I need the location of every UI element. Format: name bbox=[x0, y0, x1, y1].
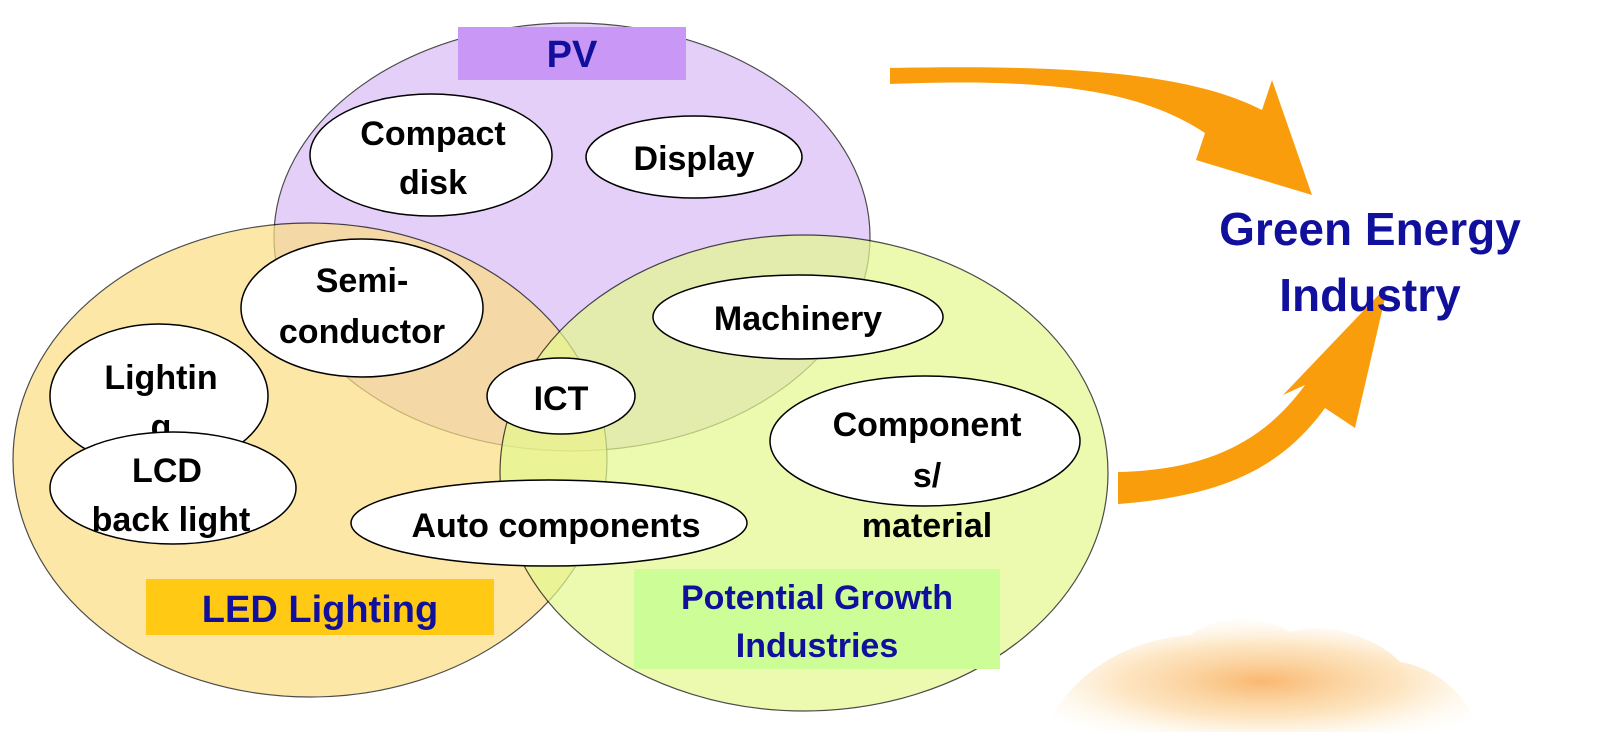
growth-label-line2: Industries bbox=[736, 627, 898, 665]
growth-label-bg bbox=[634, 569, 1000, 669]
led-label: LED Lighting bbox=[202, 589, 438, 631]
svg-text:Component: Component bbox=[833, 406, 1022, 444]
arrow-bottom bbox=[1118, 285, 1388, 504]
svg-text:Auto components: Auto components bbox=[412, 507, 701, 545]
node-compact-disk: Compact disk bbox=[309, 93, 553, 217]
svg-text:LCD: LCD bbox=[132, 452, 202, 490]
svg-text:Machinery: Machinery bbox=[714, 300, 882, 338]
node-lcd-back-light: LCD back light bbox=[49, 431, 297, 545]
arrow-top bbox=[890, 67, 1312, 195]
svg-text:Lightin: Lightin bbox=[104, 359, 217, 397]
svg-text:ICT: ICT bbox=[534, 380, 589, 418]
svg-text:disk: disk bbox=[399, 164, 467, 202]
node-machinery: Machinery bbox=[652, 274, 944, 360]
svg-text:back light: back light bbox=[92, 501, 251, 539]
target-label-line2: Industry bbox=[1279, 269, 1461, 321]
svg-text:material: material bbox=[862, 507, 992, 545]
pv-label: PV bbox=[547, 34, 598, 76]
node-auto-components: Auto components bbox=[350, 479, 748, 567]
node-semiconductor: Semi- conductor bbox=[240, 238, 484, 378]
svg-text:s/: s/ bbox=[913, 457, 942, 495]
svg-text:Display: Display bbox=[634, 140, 755, 178]
pv-label-bg bbox=[458, 27, 686, 80]
sun-icon bbox=[1045, 619, 1480, 732]
svg-text:conductor: conductor bbox=[279, 313, 445, 351]
svg-text:Semi-: Semi- bbox=[316, 262, 409, 300]
node-lighting: Lightin g bbox=[49, 323, 269, 469]
node-components-material: Component s/ material bbox=[769, 375, 1081, 545]
target-label-line1: Green Energy bbox=[1219, 203, 1521, 255]
growth-label-line1: Potential Growth bbox=[681, 579, 953, 617]
led-label-bg bbox=[146, 579, 494, 635]
node-ict: ICT bbox=[486, 357, 636, 435]
node-display: Display bbox=[585, 115, 803, 199]
svg-text:Compact: Compact bbox=[360, 115, 505, 153]
